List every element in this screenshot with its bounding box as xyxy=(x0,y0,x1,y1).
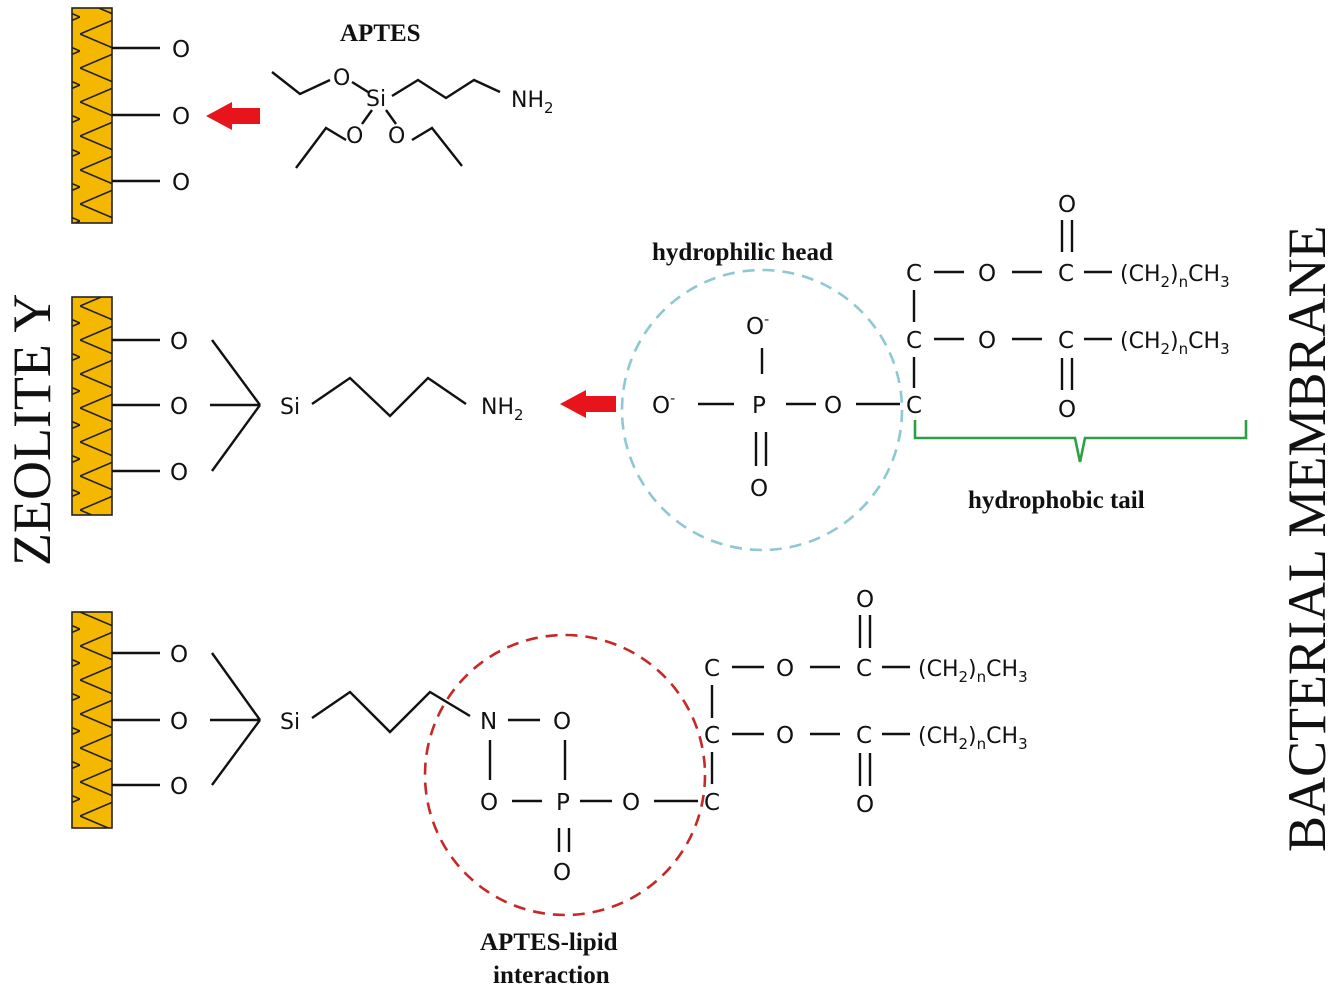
svg-text:O: O xyxy=(1058,192,1076,218)
svg-text:O: O xyxy=(978,261,996,287)
svg-text:NH2: NH2 xyxy=(511,88,554,117)
surface-oxygens-top: O O O xyxy=(112,37,190,196)
svg-text:P: P xyxy=(752,393,766,419)
svg-text:NH2: NH2 xyxy=(481,395,524,424)
svg-text:O: O xyxy=(480,790,498,816)
svg-text:N: N xyxy=(480,709,497,735)
svg-text:C: C xyxy=(1058,328,1074,354)
lipid-tails-bottom: C C C O C O (CH2)nCH3 O C O (CH2)nCH3 xyxy=(704,587,1028,818)
interaction-circle xyxy=(423,633,707,917)
surface-oxygens-bottom: O O O xyxy=(112,642,188,800)
svg-text:C: C xyxy=(704,656,720,682)
phosphate-head: O- P O- O O xyxy=(652,312,900,502)
svg-text:O: O xyxy=(333,66,350,91)
svg-text:Si: Si xyxy=(280,710,300,735)
svg-text:O: O xyxy=(170,642,188,668)
svg-text:O-: O- xyxy=(652,391,675,419)
svg-text:O: O xyxy=(856,792,874,818)
svg-text:O: O xyxy=(170,394,188,420)
svg-text:O: O xyxy=(1058,397,1076,423)
svg-text:O: O xyxy=(172,104,190,130)
svg-text:Si: Si xyxy=(366,87,386,112)
interaction-ring: N O O P O O xyxy=(480,709,698,886)
svg-text:C: C xyxy=(704,790,720,816)
svg-text:O: O xyxy=(776,723,794,749)
svg-text:O: O xyxy=(856,587,874,613)
svg-text:P: P xyxy=(556,790,570,816)
svg-text:O-: O- xyxy=(746,312,769,340)
svg-text:(CH2)nCH3: (CH2)nCH3 xyxy=(1120,329,1230,358)
svg-text:C: C xyxy=(906,393,922,419)
svg-text:C: C xyxy=(856,723,872,749)
svg-text:C: C xyxy=(906,328,922,354)
hydrophilic-head-label: hydrophilic head xyxy=(652,239,833,266)
red-arrow-middle xyxy=(560,390,616,418)
svg-text:O: O xyxy=(170,460,188,486)
aptes-label: APTES xyxy=(340,20,421,47)
interaction-label-line1: APTES-lipid xyxy=(480,929,618,956)
svg-text:C: C xyxy=(856,656,872,682)
surface-oxygens-middle: O O O xyxy=(112,329,188,486)
membrane-label: BACTERIAL MEMBRANE xyxy=(1277,225,1333,852)
svg-text:O: O xyxy=(172,37,190,63)
svg-text:O: O xyxy=(824,393,842,419)
svg-text:O: O xyxy=(750,476,768,502)
silane-linker-middle: Si NH2 xyxy=(210,339,524,472)
interaction-label-line2: interaction xyxy=(493,962,610,989)
red-arrow-top xyxy=(206,102,260,130)
svg-text:O: O xyxy=(170,774,188,800)
svg-text:(CH2)nCH3: (CH2)nCH3 xyxy=(918,724,1028,753)
silane-linker-bottom: Si xyxy=(210,652,471,786)
svg-text:Si: Si xyxy=(280,395,300,420)
zeolite-label: ZEOLITE Y xyxy=(2,294,62,566)
svg-text:C: C xyxy=(704,723,720,749)
svg-text:O: O xyxy=(776,656,794,682)
svg-text:O: O xyxy=(170,709,188,735)
zeolite-block-top xyxy=(71,7,113,224)
svg-text:(CH2)nCH3: (CH2)nCH3 xyxy=(1120,262,1230,291)
svg-text:O: O xyxy=(170,329,188,355)
svg-text:C: C xyxy=(906,261,922,287)
lipid-tails-middle: C C C O C O (CH2)nCH3 O C O (CH2)nCH3 xyxy=(906,192,1230,423)
hydrophilic-head-circle xyxy=(620,268,904,552)
hydrophobic-tail-label: hydrophobic tail xyxy=(968,487,1145,514)
svg-text:O: O xyxy=(388,124,405,149)
svg-text:O: O xyxy=(172,170,190,196)
zeolite-block-middle xyxy=(71,296,113,516)
svg-text:O: O xyxy=(346,124,363,149)
aptes-molecule: O Si NH2 O O xyxy=(271,66,554,169)
svg-text:O: O xyxy=(553,860,571,886)
svg-text:O: O xyxy=(622,790,640,816)
svg-text:O: O xyxy=(553,709,571,735)
svg-text:C: C xyxy=(1058,261,1074,287)
hydrophobic-tail-brace xyxy=(913,420,1248,463)
svg-text:O: O xyxy=(978,328,996,354)
svg-text:(CH2)nCH3: (CH2)nCH3 xyxy=(918,657,1028,686)
zeolite-block-bottom xyxy=(71,611,113,829)
